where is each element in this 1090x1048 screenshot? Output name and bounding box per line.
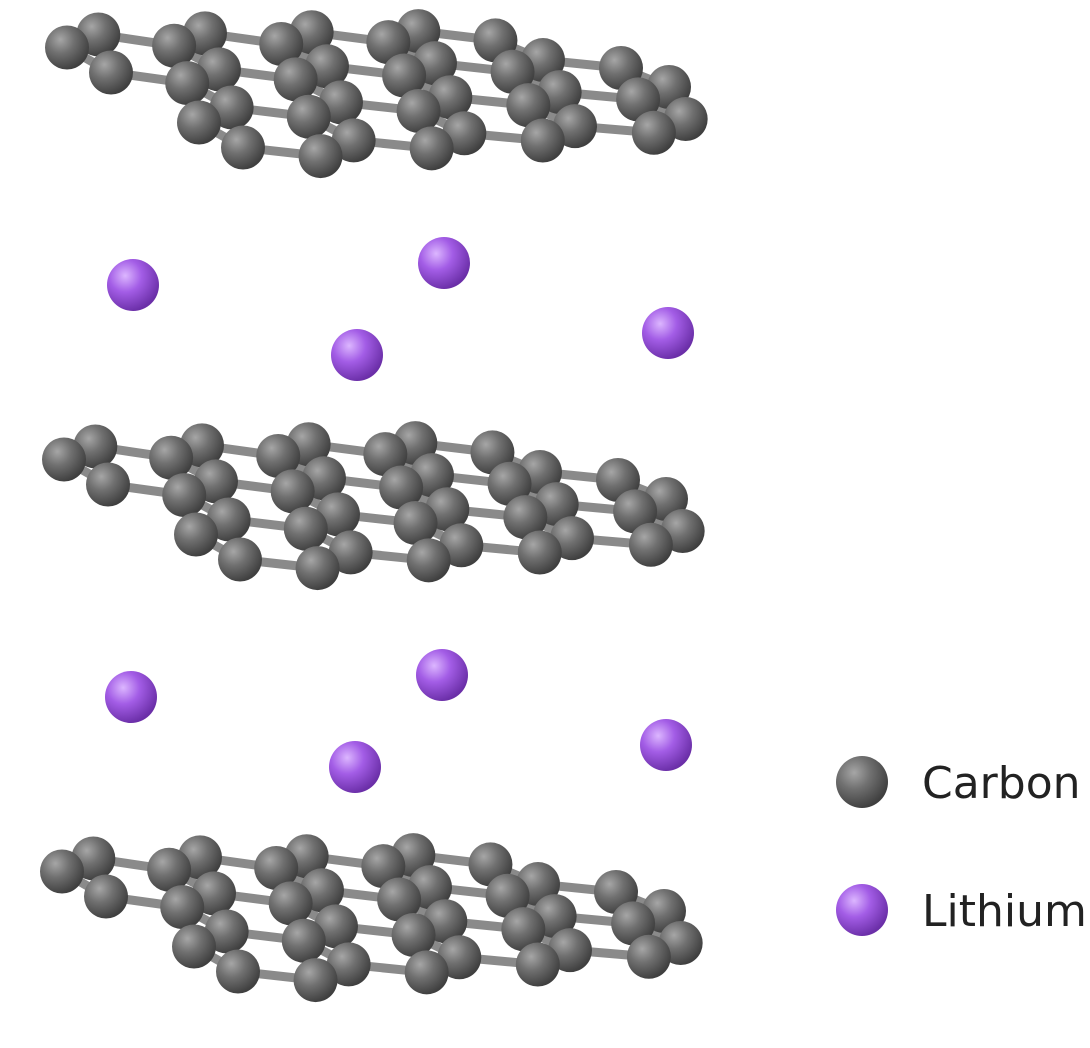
carbon-atom <box>177 100 221 145</box>
carbon-atom <box>174 512 218 557</box>
carbon-atom <box>379 465 424 510</box>
lithium-atom-icon <box>836 884 888 936</box>
carbon-atom <box>147 847 192 892</box>
legend-label-lithium: Lithium <box>922 886 1087 937</box>
carbon-atom <box>503 495 548 540</box>
carbon-atom <box>298 134 343 179</box>
carbon-atom <box>270 469 315 514</box>
carbon-atom <box>437 935 482 980</box>
carbon-atom <box>485 873 530 918</box>
carbon-atom <box>84 874 128 919</box>
carbon-atom <box>520 118 565 163</box>
carbon-atom <box>172 924 216 969</box>
carbon-atom <box>273 57 318 102</box>
carbon-atom <box>331 118 376 163</box>
carbon-atom <box>487 461 532 506</box>
carbon-atom <box>631 110 676 155</box>
carbon-atom <box>616 77 661 122</box>
carbon-atom <box>162 473 207 518</box>
carbon-atom <box>86 462 130 507</box>
carbon-atom <box>149 435 194 480</box>
carbon-atom <box>377 877 422 922</box>
layer-stack <box>40 9 708 1003</box>
carbon-atom <box>393 500 438 545</box>
graphene-layer-2 <box>42 421 705 591</box>
carbon-atom <box>281 918 326 963</box>
carbon-atom <box>382 53 427 98</box>
carbon-atom <box>295 546 340 591</box>
legend-item-carbon: Carbon <box>836 756 1081 809</box>
lithium-layer-1 <box>107 237 694 381</box>
carbon-atom <box>501 907 546 952</box>
carbon-atom <box>363 432 408 477</box>
lithium-atom <box>105 671 157 723</box>
carbon-atom <box>42 437 86 482</box>
lithium-atom <box>642 307 694 359</box>
carbon-atom <box>391 912 436 957</box>
carbon-atom <box>283 506 328 551</box>
lithium-layer-2 <box>105 649 692 793</box>
carbon-atom <box>286 94 331 139</box>
graphene-layer-3 <box>40 833 703 1003</box>
carbon-atom <box>396 88 441 133</box>
carbon-atom <box>293 958 338 1003</box>
carbon-atom <box>204 909 249 954</box>
carbon-atom <box>626 934 671 979</box>
carbon-atom <box>328 530 373 575</box>
carbon-atom <box>490 49 535 94</box>
carbon-atom <box>366 20 411 65</box>
carbon-atom <box>517 530 562 575</box>
carbon-atom <box>506 83 551 128</box>
legend-item-lithium: Lithium <box>836 884 1087 937</box>
carbon-atom <box>361 844 406 889</box>
carbon-atom <box>254 845 299 890</box>
carbon-atom <box>152 23 197 68</box>
lithium-atom <box>107 259 159 311</box>
carbon-atom <box>259 21 304 66</box>
graphene-layer-1 <box>45 9 708 179</box>
carbon-atom <box>221 125 265 170</box>
legend: Carbon Lithium <box>836 756 1087 937</box>
carbon-atom <box>409 126 454 171</box>
legend-label-carbon: Carbon <box>922 758 1081 809</box>
carbon-atom <box>628 522 673 567</box>
lithium-atom <box>331 329 383 381</box>
carbon-atom <box>439 523 484 568</box>
carbon-atom-icon <box>836 756 888 808</box>
carbon-atom <box>442 111 487 156</box>
carbon-atom <box>216 949 260 994</box>
carbon-atom <box>165 61 210 106</box>
lithium-atom <box>418 237 470 289</box>
lithium-atom <box>640 719 692 771</box>
carbon-atom <box>268 881 313 926</box>
carbon-atom <box>40 849 84 894</box>
carbon-atom <box>406 538 451 583</box>
carbon-atom <box>209 85 254 130</box>
carbon-atom <box>326 942 371 987</box>
lithium-atom <box>416 649 468 701</box>
carbon-atom <box>45 25 89 70</box>
carbon-atom <box>256 433 301 478</box>
carbon-atom <box>206 497 251 542</box>
carbon-atom <box>515 942 560 987</box>
carbon-atom <box>160 885 205 930</box>
carbon-atom <box>611 901 656 946</box>
carbon-atom <box>218 537 262 582</box>
carbon-atom <box>89 50 133 95</box>
lithium-atom <box>329 741 381 793</box>
carbon-atom <box>404 950 449 995</box>
carbon-atom <box>613 489 658 534</box>
